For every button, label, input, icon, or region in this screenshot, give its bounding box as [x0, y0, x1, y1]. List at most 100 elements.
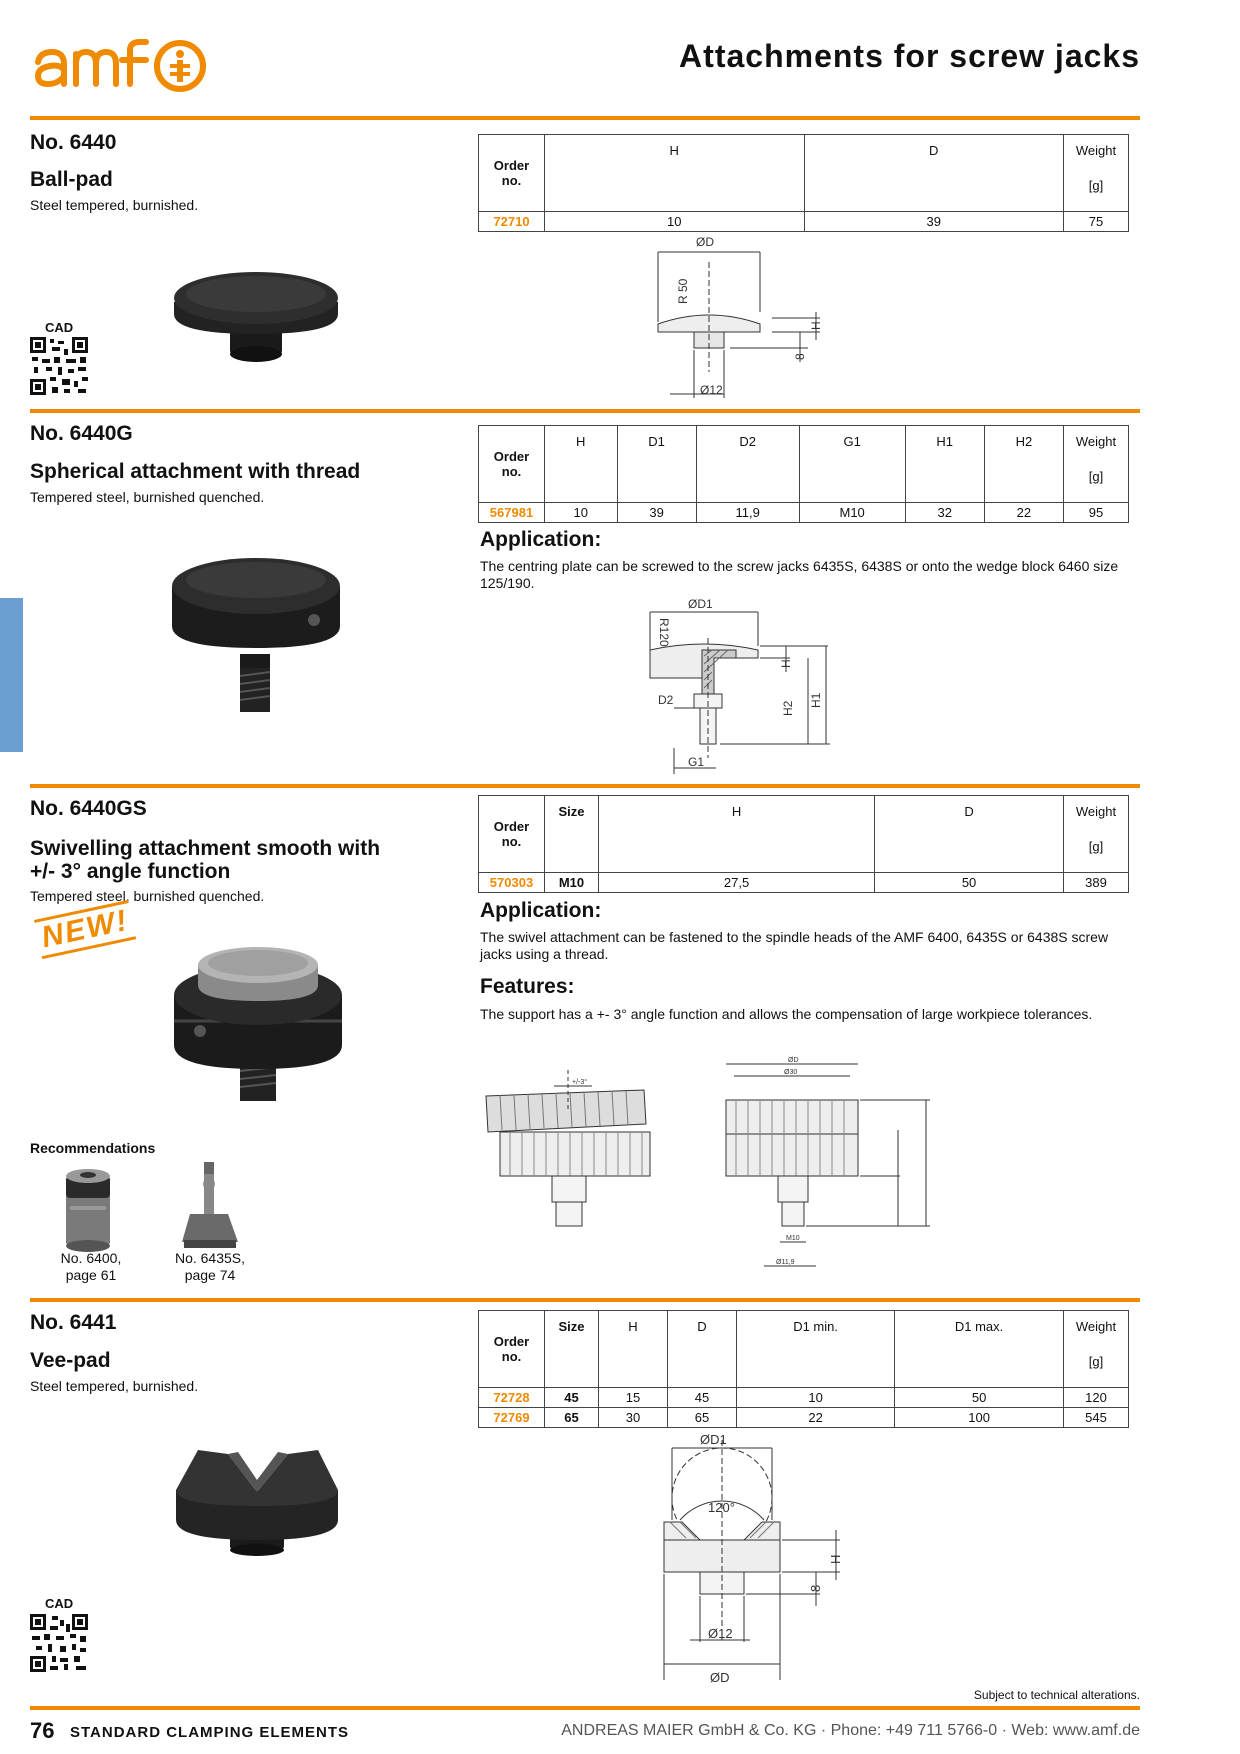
table-cell: 22: [983, 502, 1065, 523]
table-cell: 15: [598, 1387, 668, 1408]
table-cell: 22: [735, 1407, 896, 1428]
svg-text:H: H: [828, 1555, 843, 1564]
section-description: Steel tempered, burnished.: [30, 1378, 199, 1394]
order-number[interactable]: 570303: [478, 872, 545, 893]
table-cell: M10: [544, 872, 599, 893]
weight-unit: [g]: [1088, 839, 1104, 854]
section-number: No. 6441: [30, 1311, 117, 1334]
technical-drawing-6440G: ØD1 R120 H D2 H2 H1 G1: [640, 597, 840, 778]
table-cell: 39: [616, 502, 697, 523]
svg-text:Ø11,9: Ø11,9: [776, 1259, 795, 1266]
table-cell: 27,5: [597, 872, 876, 893]
product-photo-swivelling-attachment: [170, 925, 350, 1105]
svg-text:ØD1: ØD1: [688, 598, 713, 611]
section-title: Vee-pad: [30, 1349, 111, 1372]
features-heading: Features:: [480, 975, 575, 998]
footer-category: STANDARD CLAMPING ELEMENTS: [70, 1724, 350, 1741]
table-cell: 45: [544, 1387, 599, 1408]
cad-qr-code[interactable]: [30, 337, 88, 395]
page-number: 76: [30, 1718, 55, 1743]
col-header: Weight: [1075, 1319, 1117, 1334]
table-cell: 32: [904, 502, 985, 523]
spec-table-6440GS: Order no. Size H D Weight [g] 570303 M10…: [478, 795, 1129, 893]
col-header: Weight: [1075, 434, 1117, 449]
svg-text:120°: 120°: [708, 1500, 735, 1515]
cad-label: CAD: [45, 1596, 74, 1611]
spec-table-6440G: Order no. H D1 D2 G1 H1 H2 Weight [g] 56…: [478, 425, 1129, 523]
col-header: H: [544, 134, 805, 212]
section-rule: [30, 409, 1140, 413]
new-badge: NEW!: [34, 900, 137, 960]
table-row: 570303 M10 27,5 50 389: [478, 872, 1129, 893]
recommendation-line1: No. 6435S,: [174, 1250, 246, 1266]
col-header: Order no.: [478, 425, 545, 503]
svg-text:H2: H2: [781, 700, 795, 716]
order-number[interactable]: 72769: [478, 1407, 545, 1428]
order-number[interactable]: 567981: [478, 502, 545, 523]
order-number[interactable]: 72728: [478, 1387, 545, 1408]
col-header: D: [874, 795, 1064, 873]
recommendation-image-6400[interactable]: [62, 1162, 114, 1254]
recommendation-line2: page 61: [65, 1267, 117, 1283]
cad-label: CAD: [45, 320, 74, 335]
col-header: D2: [695, 425, 800, 503]
col-header: Order no.: [478, 134, 545, 212]
svg-text:G1: G1: [688, 755, 704, 769]
col-header: D1: [616, 425, 697, 503]
svg-text:Ø30: Ø30: [784, 1069, 797, 1076]
cad-qr-code[interactable]: [30, 1614, 88, 1672]
svg-text:R 50: R 50: [676, 278, 690, 304]
col-header: Order no.: [478, 795, 545, 873]
col-header-weight: Weight [g]: [1063, 795, 1129, 873]
table-cell: 45: [667, 1387, 737, 1408]
col-header-weight: Weight [g]: [1063, 1310, 1129, 1388]
section-description: Tempered steel, burnished quenched.: [30, 888, 265, 904]
weight-unit: [g]: [1088, 469, 1104, 484]
svg-text:+/-3°: +/-3°: [572, 1078, 587, 1086]
table-cell: M10: [798, 502, 906, 523]
recommendation-image-6435S[interactable]: [180, 1160, 240, 1254]
table-row: 72710 10 39 75: [478, 211, 1129, 232]
col-header: Weight: [1075, 143, 1117, 158]
product-photo-ball-pad: [168, 268, 348, 378]
weight-unit: [g]: [1088, 1354, 1104, 1369]
svg-text:8: 8: [793, 353, 807, 360]
technical-drawing-6440GS: +/-3° ØD Ø30 M10 Ø11,9: [480, 1050, 940, 1280]
table-cell: 65: [667, 1407, 737, 1428]
table-cell: 30: [598, 1407, 668, 1428]
section-rule: [30, 1298, 1140, 1302]
table-cell: 389: [1063, 872, 1129, 893]
order-number[interactable]: 72710: [478, 211, 545, 232]
svg-text:8: 8: [808, 1585, 823, 1592]
section-number: No. 6440: [30, 131, 117, 154]
col-header: D: [803, 134, 1064, 212]
application-text: The centring plate can be screwed to the…: [480, 558, 1119, 591]
header-rule: [30, 116, 1140, 120]
svg-text:ØD: ØD: [710, 1670, 730, 1685]
col-header: H1: [904, 425, 985, 503]
table-cell: 545: [1063, 1407, 1129, 1428]
footer-rule: [30, 1706, 1140, 1710]
application-text: The swivel attachment can be fastened to…: [480, 929, 1109, 962]
section-rule: [30, 784, 1140, 788]
weight-unit: [g]: [1088, 178, 1104, 193]
table-cell: 10: [735, 1387, 896, 1408]
spec-table-6441: Order no. Size H D D1 min. D1 max. Weigh…: [478, 1310, 1129, 1428]
col-header: H: [597, 795, 876, 873]
page-title: Attachments for screw jacks: [679, 38, 1140, 74]
section-description: Steel tempered, burnished.: [30, 197, 199, 213]
table-row: 72728 45 15 45 10 50 120: [478, 1387, 1129, 1408]
svg-text:Ø12: Ø12: [700, 383, 723, 397]
section-title-line1: Swivelling attachment smooth with: [30, 837, 381, 860]
table-row: 72769 65 30 65 22 100 545: [478, 1407, 1129, 1428]
col-header: Weight: [1075, 804, 1117, 819]
col-header: Size: [544, 1310, 599, 1388]
section-title: Spherical attachment with thread: [30, 460, 361, 483]
recommendation-line2: page 74: [184, 1267, 236, 1283]
col-header: G1: [798, 425, 906, 503]
col-header: H: [598, 1310, 668, 1388]
table-cell: 95: [1063, 502, 1129, 523]
col-header: H: [544, 425, 618, 503]
features-text: The support has a +- 3° angle function a…: [480, 1006, 1093, 1022]
svg-text:H: H: [809, 321, 823, 330]
